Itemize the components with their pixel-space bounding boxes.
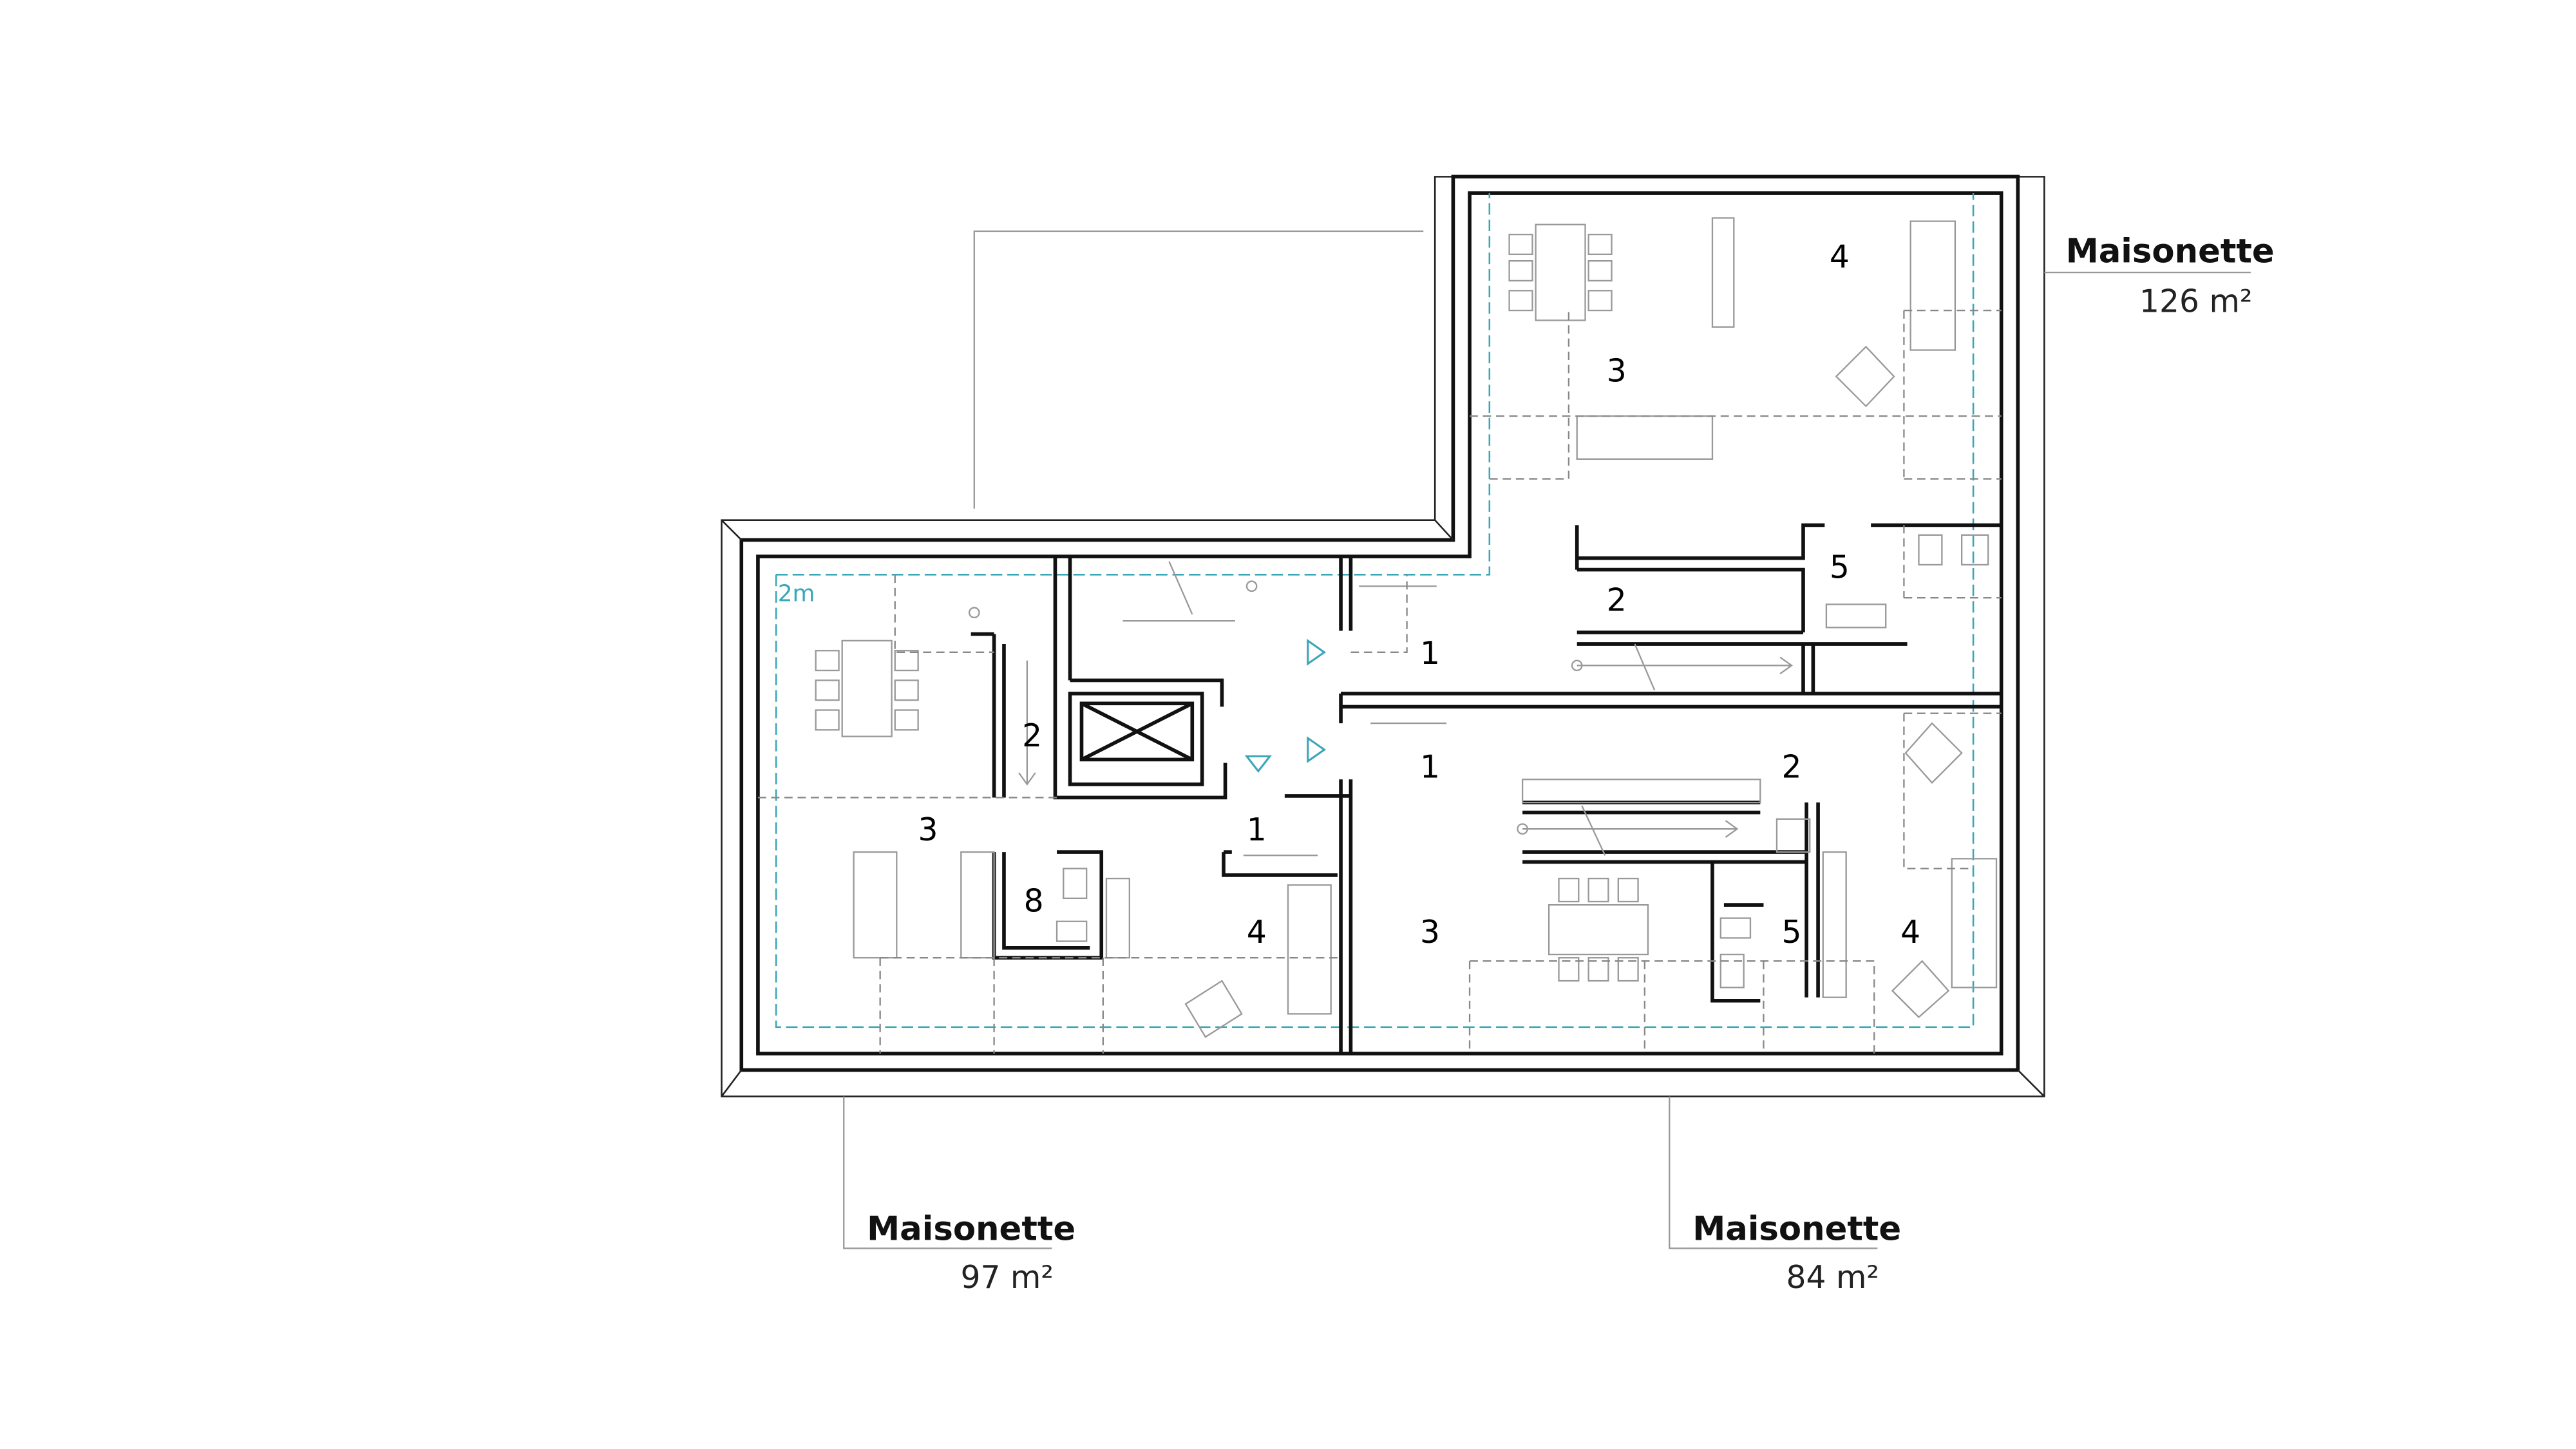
room-number: 2	[1607, 583, 1627, 619]
interior-walls	[971, 523, 2002, 1054]
room-number: 5	[1830, 549, 1850, 585]
unit-callout-84: Maisonette 84 m²	[1669, 1096, 1901, 1296]
unit-title: Maisonette	[867, 1210, 1075, 1249]
room-number: 8	[1024, 883, 1044, 919]
room-number: 2	[1022, 718, 1042, 754]
room-number: 3	[1607, 353, 1627, 389]
site-boundary-line	[973, 230, 1424, 509]
room-number: 2	[1782, 750, 1802, 786]
exterior-walls	[721, 175, 2045, 1097]
unit-area: 126 m²	[2139, 284, 2252, 320]
entrance-markers	[1244, 638, 1327, 773]
stair-arrows	[968, 561, 1794, 857]
room-number: 4	[1900, 914, 1920, 951]
room-number: 1	[1420, 636, 1440, 672]
zone-boundary-2m	[775, 193, 1975, 1028]
unit-title: Maisonette	[2066, 232, 2275, 271]
room-number: 3	[918, 812, 938, 848]
room-number: 1	[1247, 812, 1267, 848]
unit-callout-126: Maisonette 126 m²	[2044, 232, 2275, 320]
room-number: 1	[1420, 750, 1440, 786]
furniture	[815, 217, 1998, 1038]
room-number: 3	[1420, 914, 1440, 951]
unit-area: 84 m²	[1786, 1260, 1879, 1296]
scale-label: 2m	[778, 580, 815, 607]
room-number: 5	[1782, 914, 1802, 951]
room-numbers: 4 3 5 2 1 2 1 2 3 1 8 4 3 5 4	[918, 239, 1921, 951]
unit-area: 97 m²	[960, 1260, 1053, 1296]
zone-dashes	[757, 309, 2002, 1054]
unit-title: Maisonette	[1692, 1210, 1901, 1249]
room-number: 4	[1247, 914, 1267, 951]
room-number: 4	[1830, 239, 1850, 275]
unit-callout-97: Maisonette 97 m²	[843, 1096, 1075, 1296]
